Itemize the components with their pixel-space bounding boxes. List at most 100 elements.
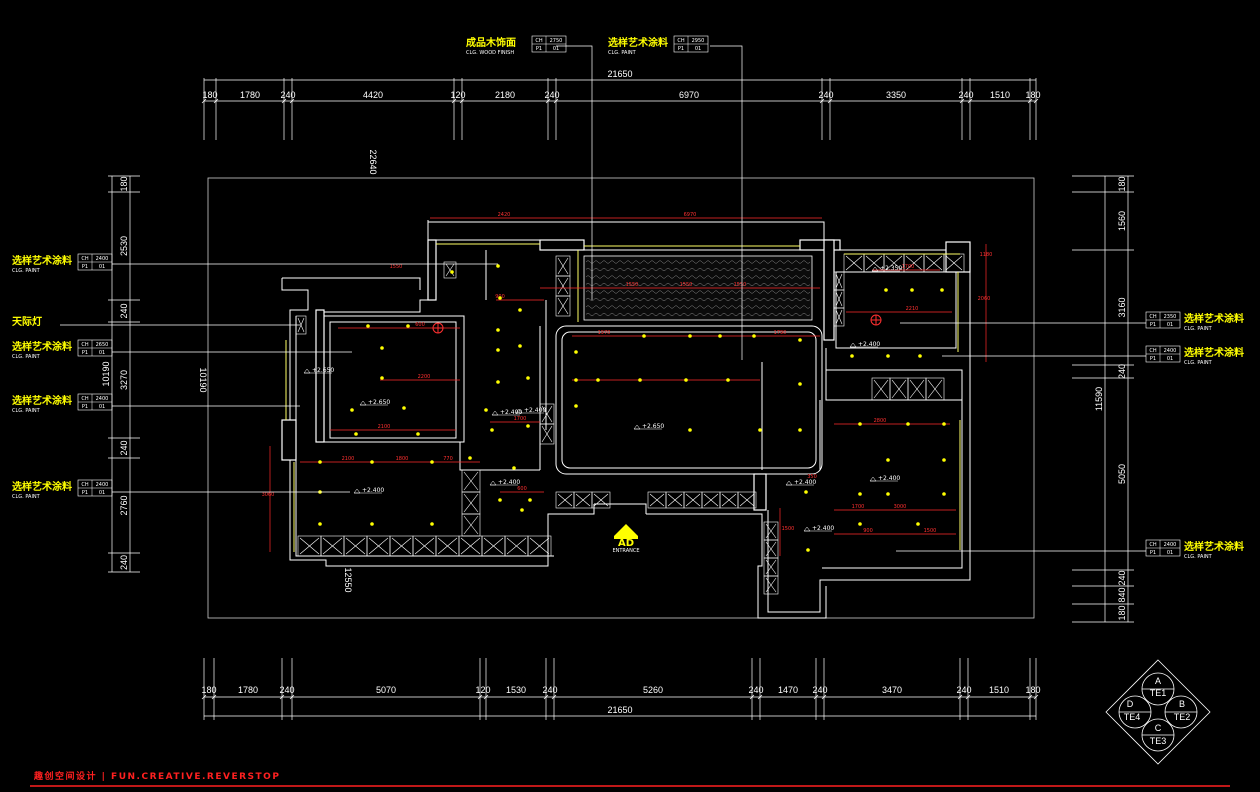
downlight bbox=[596, 378, 600, 382]
downlight bbox=[726, 378, 730, 382]
leader-lines bbox=[60, 45, 1146, 552]
right-dim-segment-5: 240 bbox=[1117, 570, 1127, 585]
room-dimension: 1500 bbox=[924, 528, 937, 534]
top-dim-segment-7: 6970 bbox=[679, 90, 699, 100]
svg-text:2400: 2400 bbox=[96, 256, 109, 262]
downlight bbox=[430, 460, 434, 464]
svg-text:01: 01 bbox=[553, 46, 559, 52]
bottom-dim-segment-10: 240 bbox=[812, 685, 827, 695]
downlight bbox=[918, 354, 922, 358]
entrance-marker: AD ENTRANCE bbox=[612, 524, 640, 554]
downlight bbox=[906, 422, 910, 426]
right-dim-segment-4: 5050 bbox=[1117, 464, 1127, 484]
svg-text:2400: 2400 bbox=[96, 396, 109, 402]
svg-text:CH: CH bbox=[81, 396, 88, 402]
bottom-dim-segment-4: 120 bbox=[475, 685, 490, 695]
downlight bbox=[806, 548, 810, 552]
top-dim-segment-10: 240 bbox=[958, 90, 973, 100]
downlight bbox=[380, 346, 384, 350]
downlight bbox=[858, 492, 862, 496]
bottom-dim-segment-5: 1530 bbox=[506, 685, 526, 695]
room-dimension: 900 bbox=[863, 528, 873, 534]
downlight bbox=[798, 428, 802, 432]
room-dimension: 2100 bbox=[342, 456, 355, 462]
left-dim-segment-1: 2530 bbox=[119, 236, 129, 256]
right-dimension-chain bbox=[1072, 175, 1134, 623]
left-dim-total: 10190 bbox=[101, 361, 111, 386]
svg-text:B: B bbox=[1179, 699, 1185, 709]
room-dimension: 6970 bbox=[684, 212, 697, 218]
top-dim-segment-2: 240 bbox=[280, 90, 295, 100]
room-dimension: 1790 bbox=[774, 330, 787, 336]
top-dim-segment-4: 120 bbox=[450, 90, 465, 100]
svg-text:P1: P1 bbox=[82, 490, 88, 496]
left-dim-segment-0: 180 bbox=[119, 176, 129, 191]
top-dim-segment-6: 240 bbox=[544, 90, 559, 100]
brand-footer: 趣创空间设计 | FUN.CREATIVE.REVERSTOP bbox=[33, 770, 280, 782]
right-dim-segment-3: 240 bbox=[1117, 364, 1127, 379]
downlight bbox=[468, 456, 472, 460]
svg-text:C: C bbox=[1155, 723, 1162, 733]
right-dim-segment-1: 1560 bbox=[1117, 211, 1127, 231]
downlight bbox=[518, 344, 522, 348]
tag-subtitle: CLG. PAINT bbox=[608, 50, 637, 56]
top-dimension-chain bbox=[201, 78, 1039, 140]
svg-text:01: 01 bbox=[99, 264, 105, 270]
bottom-dim-segment-8: 240 bbox=[748, 685, 763, 695]
downlight bbox=[804, 490, 808, 494]
svg-text:P1: P1 bbox=[1150, 322, 1156, 328]
right-dim-segment-2: 3160 bbox=[1117, 297, 1127, 317]
downlight bbox=[884, 288, 888, 292]
svg-text:2400: 2400 bbox=[1164, 542, 1177, 548]
downlight bbox=[574, 404, 578, 408]
room-dimension: 1550 bbox=[680, 282, 693, 288]
downlight bbox=[858, 422, 862, 426]
downlight bbox=[886, 354, 890, 358]
bottom-dim-segment-7: 5260 bbox=[643, 685, 663, 695]
material-tag-l2: 天际灯 bbox=[12, 315, 42, 328]
downlight bbox=[528, 498, 532, 502]
svg-text:2400: 2400 bbox=[1164, 348, 1177, 354]
red-dimension-lines bbox=[269, 217, 987, 556]
svg-text:A: A bbox=[1155, 676, 1161, 686]
tag-subtitle: CLG. WOOD FINISH bbox=[466, 50, 514, 56]
svg-text:TE2: TE2 bbox=[1174, 712, 1191, 722]
bottom-dim-segment-3: 5070 bbox=[376, 685, 396, 695]
downlight bbox=[942, 492, 946, 496]
room-dimension: 600 bbox=[517, 486, 527, 492]
downlight bbox=[916, 522, 920, 526]
downlight bbox=[496, 380, 500, 384]
downlight bbox=[498, 498, 502, 502]
left-dim-segment-2: 240 bbox=[119, 303, 129, 318]
downlight bbox=[942, 458, 946, 462]
tag-label: 选样艺术涂料 bbox=[1184, 346, 1244, 359]
left-dim-segment-6: 240 bbox=[119, 555, 129, 570]
room-dimension: 350 bbox=[807, 474, 817, 480]
bottom-dim-segment-0: 180 bbox=[201, 685, 216, 695]
svg-text:P1: P1 bbox=[82, 264, 88, 270]
ceiling-height-label: +2.650 bbox=[312, 367, 334, 374]
svg-text:TE3: TE3 bbox=[1150, 736, 1167, 746]
svg-text:2350: 2350 bbox=[1164, 314, 1177, 320]
downlight bbox=[850, 354, 854, 358]
svg-text:CH: CH bbox=[535, 38, 542, 44]
tag-subtitle: CLG. PAINT bbox=[1184, 360, 1213, 366]
room-dimension: 3000 bbox=[894, 504, 907, 510]
room-dimension: 1550 bbox=[734, 282, 747, 288]
tag-label: 选样艺术涂料 bbox=[12, 394, 72, 407]
downlight bbox=[886, 458, 890, 462]
top-dim-segment-3: 4420 bbox=[363, 90, 383, 100]
tag-label: 选样艺术涂料 bbox=[608, 36, 668, 49]
tag-subtitle: CLG. PAINT bbox=[1184, 554, 1213, 560]
svg-text:2400: 2400 bbox=[96, 482, 109, 488]
downlight bbox=[942, 422, 946, 426]
svg-text:CH: CH bbox=[1149, 542, 1156, 548]
room-dimension: 1180 bbox=[980, 252, 993, 258]
room-dimension: 2800 bbox=[874, 418, 887, 424]
svg-text:CH: CH bbox=[1149, 348, 1156, 354]
room-dimension: 3060 bbox=[262, 492, 275, 498]
